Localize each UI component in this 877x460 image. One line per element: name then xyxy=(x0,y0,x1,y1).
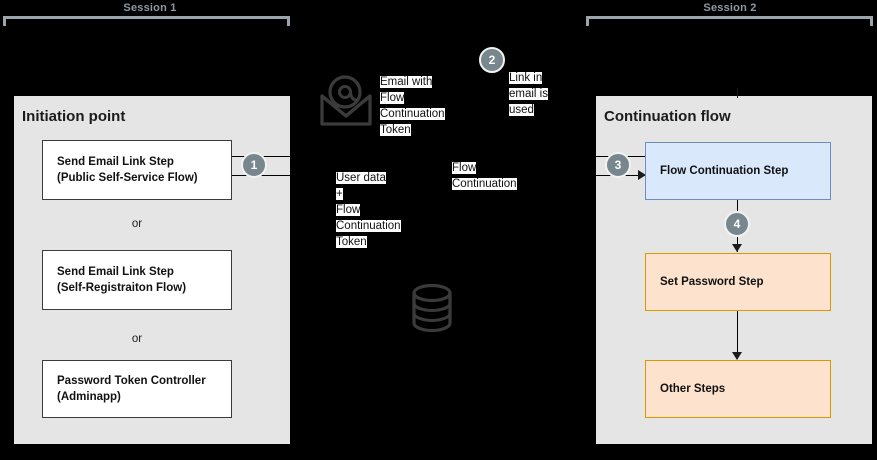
arrow-into-other-steps xyxy=(732,352,742,360)
note-line: Flow xyxy=(336,204,361,216)
send-email-link-public-box[interactable]: Send Email Link Step (Public Self-Servic… xyxy=(42,140,232,200)
set-password-step-box[interactable]: Set Password Step xyxy=(645,253,831,311)
box-line-1: Password Token Controller xyxy=(57,375,206,387)
box-line-2: (Public Self-Service Flow) xyxy=(57,172,198,184)
note-line: Link in xyxy=(509,72,543,84)
send-email-link-self-reg-label: Send Email Link Step (Self-Registraiton … xyxy=(57,264,186,296)
session-1-bracket xyxy=(3,16,290,26)
note-line: User data xyxy=(336,172,386,184)
connector-box1-top xyxy=(232,156,337,157)
arrow-into-flow-continuation-step xyxy=(638,170,646,180)
set-password-step-label: Set Password Step xyxy=(660,276,764,288)
connector-box1-bottom xyxy=(232,175,337,176)
note-line: Token xyxy=(336,236,367,248)
email-note: Email with Flow Continuation Token xyxy=(380,74,452,138)
flow-continuation-note: Flow Continuation xyxy=(452,160,524,192)
or-label-1: or xyxy=(131,218,143,230)
note-line: Flow xyxy=(452,162,477,174)
initiation-point-title: Initiation point xyxy=(22,108,126,125)
user-data-note: User data + Flow Continuation Token xyxy=(336,170,408,250)
session-2-bracket xyxy=(586,16,873,26)
box-line-1: Send Email Link Step xyxy=(57,156,174,168)
note-line: used xyxy=(509,104,534,116)
box-line-1: Send Email Link Step xyxy=(57,266,174,278)
box-line-2: (Self-Registraiton Flow) xyxy=(57,282,187,294)
send-email-link-self-reg-box[interactable]: Send Email Link Step (Self-Registraiton … xyxy=(42,250,232,310)
note-line: Email with xyxy=(380,76,433,88)
note-line: Continuation xyxy=(452,178,517,190)
password-token-controller-box[interactable]: Password Token Controller (Adminapp) xyxy=(42,360,232,418)
session-2-tick xyxy=(737,88,738,98)
step-marker-1: 1 xyxy=(241,152,267,178)
note-line: Flow xyxy=(380,92,405,104)
send-email-link-public-label: Send Email Link Step (Public Self-Servic… xyxy=(57,154,198,186)
other-steps-box[interactable]: Other Steps xyxy=(645,360,831,418)
link-used-note: Link in email is used xyxy=(509,70,557,118)
flow-continuation-step-label: Flow Continuation Step xyxy=(660,165,789,177)
box-line-2: (Adminapp) xyxy=(57,391,121,403)
connector-step2-step3 xyxy=(737,311,738,359)
step-marker-3: 3 xyxy=(605,152,631,178)
note-line: Token xyxy=(380,124,411,136)
note-line: + xyxy=(336,188,343,200)
session-1-label: Session 1 xyxy=(123,2,177,14)
note-line: Continuation xyxy=(380,108,445,120)
other-steps-label: Other Steps xyxy=(660,383,726,395)
email-at-icon xyxy=(316,74,376,135)
password-token-controller-label: Password Token Controller (Adminapp) xyxy=(57,373,206,405)
note-line: email is xyxy=(509,88,548,100)
step-marker-4: 4 xyxy=(724,211,750,237)
continuation-flow-title: Continuation flow xyxy=(604,108,731,125)
flow-continuation-step-box[interactable]: Flow Continuation Step xyxy=(645,142,831,200)
note-line: Continuation xyxy=(336,220,401,232)
arrow-into-set-password-step xyxy=(732,244,742,252)
step-marker-2: 2 xyxy=(479,47,505,73)
session-2-label: Session 2 xyxy=(703,2,757,14)
database-icon xyxy=(408,282,456,339)
or-label-2: or xyxy=(131,333,143,345)
